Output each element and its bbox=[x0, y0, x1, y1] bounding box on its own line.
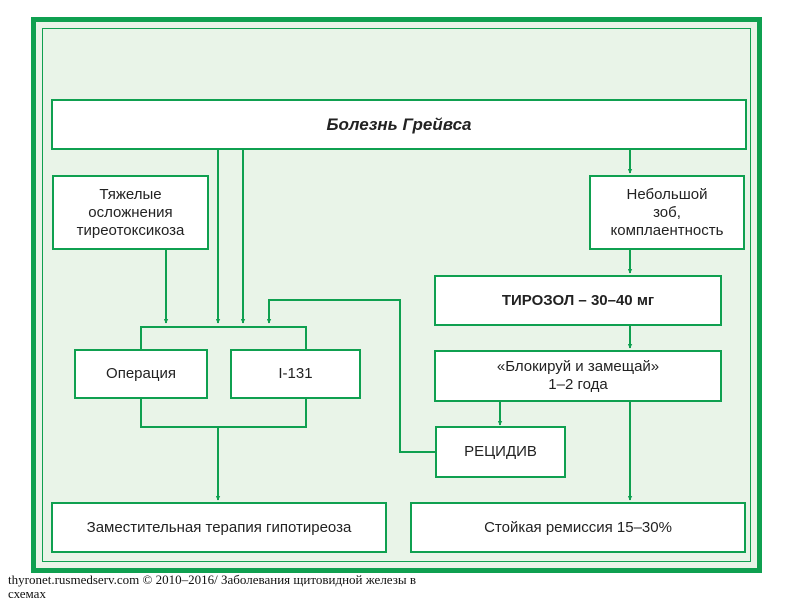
operation-box: Операция bbox=[74, 349, 208, 399]
graves-disease-box: Болезнь Грейвса bbox=[51, 99, 747, 150]
i131-box: I-131 bbox=[230, 349, 361, 399]
bracket-bottom-treatment bbox=[140, 399, 307, 428]
small-goiter-box: Небольшой зоб, комплаентность bbox=[589, 175, 745, 250]
block-and-replace-box: «Блокируй и замещай» 1–2 года bbox=[434, 350, 722, 402]
bracket-top-treatment bbox=[140, 326, 307, 349]
diagram-inner-border bbox=[42, 28, 751, 562]
tyrosol-box: ТИРОЗОЛ – 30–40 мг bbox=[434, 275, 722, 326]
replacement-therapy-box: Заместительная терапия гипотиреоза bbox=[51, 502, 387, 553]
source-caption: thyronet.rusmedserv.com © 2010–2016/ Заб… bbox=[8, 573, 416, 600]
arrow-relapse-to-treatment bbox=[266, 299, 435, 453]
severe-complications-box: Тяжелые осложнения тиреотоксикоза bbox=[52, 175, 209, 250]
stable-remission-box: Стойкая ремиссия 15–30% bbox=[410, 502, 746, 553]
relapse-box: РЕЦИДИВ bbox=[435, 426, 566, 478]
